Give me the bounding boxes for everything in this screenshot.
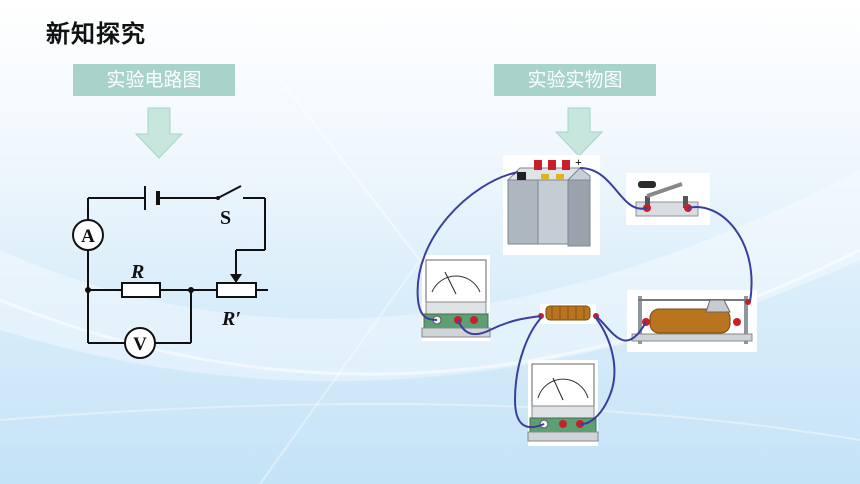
battery-plus-label: + <box>575 155 582 169</box>
circuit-diagram-label: 实验电路图 <box>73 64 235 96</box>
voltmeter-label: V <box>133 334 147 355</box>
ammeter-label: A <box>81 226 95 247</box>
resistor-symbol <box>121 282 161 298</box>
page-title: 新知探究 <box>46 20 146 48</box>
resistor-coil <box>538 304 599 324</box>
down-arrow-icon <box>554 107 604 157</box>
ammeter-symbol: A <box>72 219 104 251</box>
down-arrow-icon <box>134 107 184 159</box>
switch-symbol <box>216 185 242 200</box>
battery-symbol <box>144 186 160 210</box>
voltmeter-device <box>527 360 599 446</box>
ammeter-device <box>421 255 491 341</box>
connecting-wires <box>416 167 753 428</box>
resistor-label: R <box>130 261 144 283</box>
rheostat-device <box>627 290 757 352</box>
rheostat-label: R′ <box>221 308 241 330</box>
voltmeter-symbol: V <box>124 327 156 359</box>
battery-pack: − + <box>503 155 600 255</box>
rheostat-symbol <box>216 282 257 298</box>
knife-switch <box>626 173 710 225</box>
real-diagram-label: 实验实物图 <box>494 64 656 96</box>
switch-label: S <box>220 207 231 229</box>
